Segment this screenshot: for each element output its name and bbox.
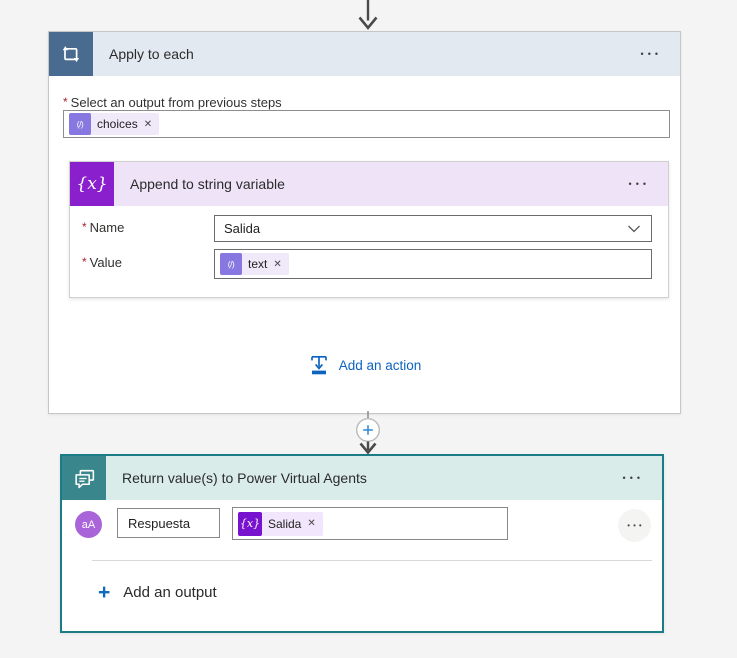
divider <box>92 560 652 561</box>
add-action-button[interactable]: Add an action <box>49 354 680 377</box>
append-card-header[interactable]: {x} Append to string variable ••• <box>70 162 668 206</box>
more-menu-icon: ••• <box>627 521 645 530</box>
card-title: Apply to each <box>109 46 194 62</box>
required-mark: * <box>63 95 68 109</box>
value-input[interactable]: (/) text ✕ <box>214 249 652 279</box>
insert-step-connector[interactable] <box>348 409 388 457</box>
insert-action-icon <box>310 355 327 375</box>
apply-to-each-body: *Select an output from previous steps (/… <box>49 76 680 413</box>
more-menu-icon[interactable]: ••• <box>628 179 650 189</box>
append-to-string-variable-card: {x} Append to string variable ••• *Name … <box>69 161 669 298</box>
flow-arrow-down-icon <box>358 0 378 30</box>
variable-icon: {x} <box>70 162 114 206</box>
loop-icon <box>49 32 93 76</box>
append-card-body: *Name Salida *Value (/) text <box>70 206 668 297</box>
text-type-badge: aA <box>75 511 102 538</box>
select-output-input[interactable]: (/) choices ✕ <box>63 110 670 138</box>
add-output-label: Add an output <box>123 584 217 601</box>
add-output-button[interactable]: + Add an output <box>98 582 217 603</box>
remove-token-icon[interactable]: ✕ <box>143 118 153 130</box>
output-row-menu-button[interactable]: ••• <box>618 509 651 542</box>
variable-token-icon: {x} <box>238 511 262 536</box>
output-value-input[interactable]: {x} Salida ✕ <box>232 507 508 540</box>
plus-icon: + <box>98 581 111 604</box>
remove-token-icon[interactable]: ✕ <box>307 518 316 529</box>
more-menu-icon[interactable]: ••• <box>622 473 644 483</box>
apply-to-each-header[interactable]: Apply to each ••• <box>49 32 680 76</box>
return-values-card: Return value(s) to Power Virtual Agents … <box>60 454 664 633</box>
remove-token-icon[interactable]: ✕ <box>273 258 282 270</box>
dynamic-content-icon: (/) <box>69 113 91 135</box>
select-output-label: *Select an output from previous steps <box>63 95 282 110</box>
value-field-label: *Value <box>82 255 122 270</box>
apply-to-each-card: Apply to each ••• *Select an output from… <box>48 31 681 414</box>
return-values-header[interactable]: Return value(s) to Power Virtual Agents … <box>62 456 662 500</box>
more-menu-icon[interactable]: ••• <box>640 49 662 59</box>
output-name-input[interactable] <box>117 508 220 538</box>
name-dropdown-value: Salida <box>224 221 261 236</box>
salida-token[interactable]: {x} Salida ✕ <box>238 511 323 536</box>
choices-token[interactable]: (/) choices ✕ <box>69 113 160 135</box>
text-token[interactable]: (/) text ✕ <box>220 253 289 275</box>
card-title: Append to string variable <box>130 176 285 192</box>
name-dropdown[interactable]: Salida <box>214 215 652 242</box>
dynamic-content-icon: (/) <box>220 253 242 275</box>
card-title: Return value(s) to Power Virtual Agents <box>122 470 367 486</box>
return-values-body: aA {x} Salida ✕ ••• + Add an output <box>62 500 662 631</box>
chevron-down-icon <box>628 225 640 232</box>
name-field-label: *Name <box>82 220 125 235</box>
chat-bubbles-icon <box>62 456 106 500</box>
add-action-label: Add an action <box>338 358 422 373</box>
